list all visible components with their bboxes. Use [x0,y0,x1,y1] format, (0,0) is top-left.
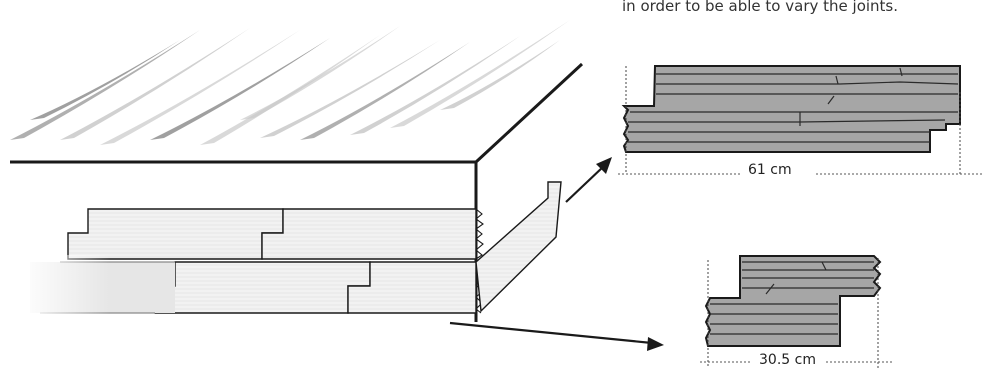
small-stone-panel [704,255,882,368]
front-panels [20,208,477,320]
top-surface-texture [10,20,570,145]
side-panel [475,181,562,313]
texture-stroke [240,26,400,120]
arrow-to-large-panel [565,157,612,203]
stone-seam-line [656,81,959,85]
dimension-label-large-panel: 61 cm [745,162,795,178]
texture-stroke [100,30,300,145]
texture-stroke [350,36,520,135]
front-panel-upper-right [261,208,477,260]
texture-stroke [300,42,470,140]
texture-stroke [60,28,250,140]
stone-seam-line [799,67,903,126]
large-stone-panel [621,65,961,174]
texture-stroke [30,40,180,120]
dimension-label-small-panel: 30.5 cm [756,352,819,368]
front-panel-lower-left [154,261,371,314]
texture-stroke [200,35,380,145]
texture-stroke [260,40,440,138]
stone-seam-line [765,261,827,295]
front-panel-upper-left [67,208,284,260]
texture-stroke [390,20,570,128]
caption-text: in order to be able to vary the joints. [622,0,899,15]
arrow-to-small-panel [449,321,664,351]
large-stone-panel-body [621,65,961,153]
